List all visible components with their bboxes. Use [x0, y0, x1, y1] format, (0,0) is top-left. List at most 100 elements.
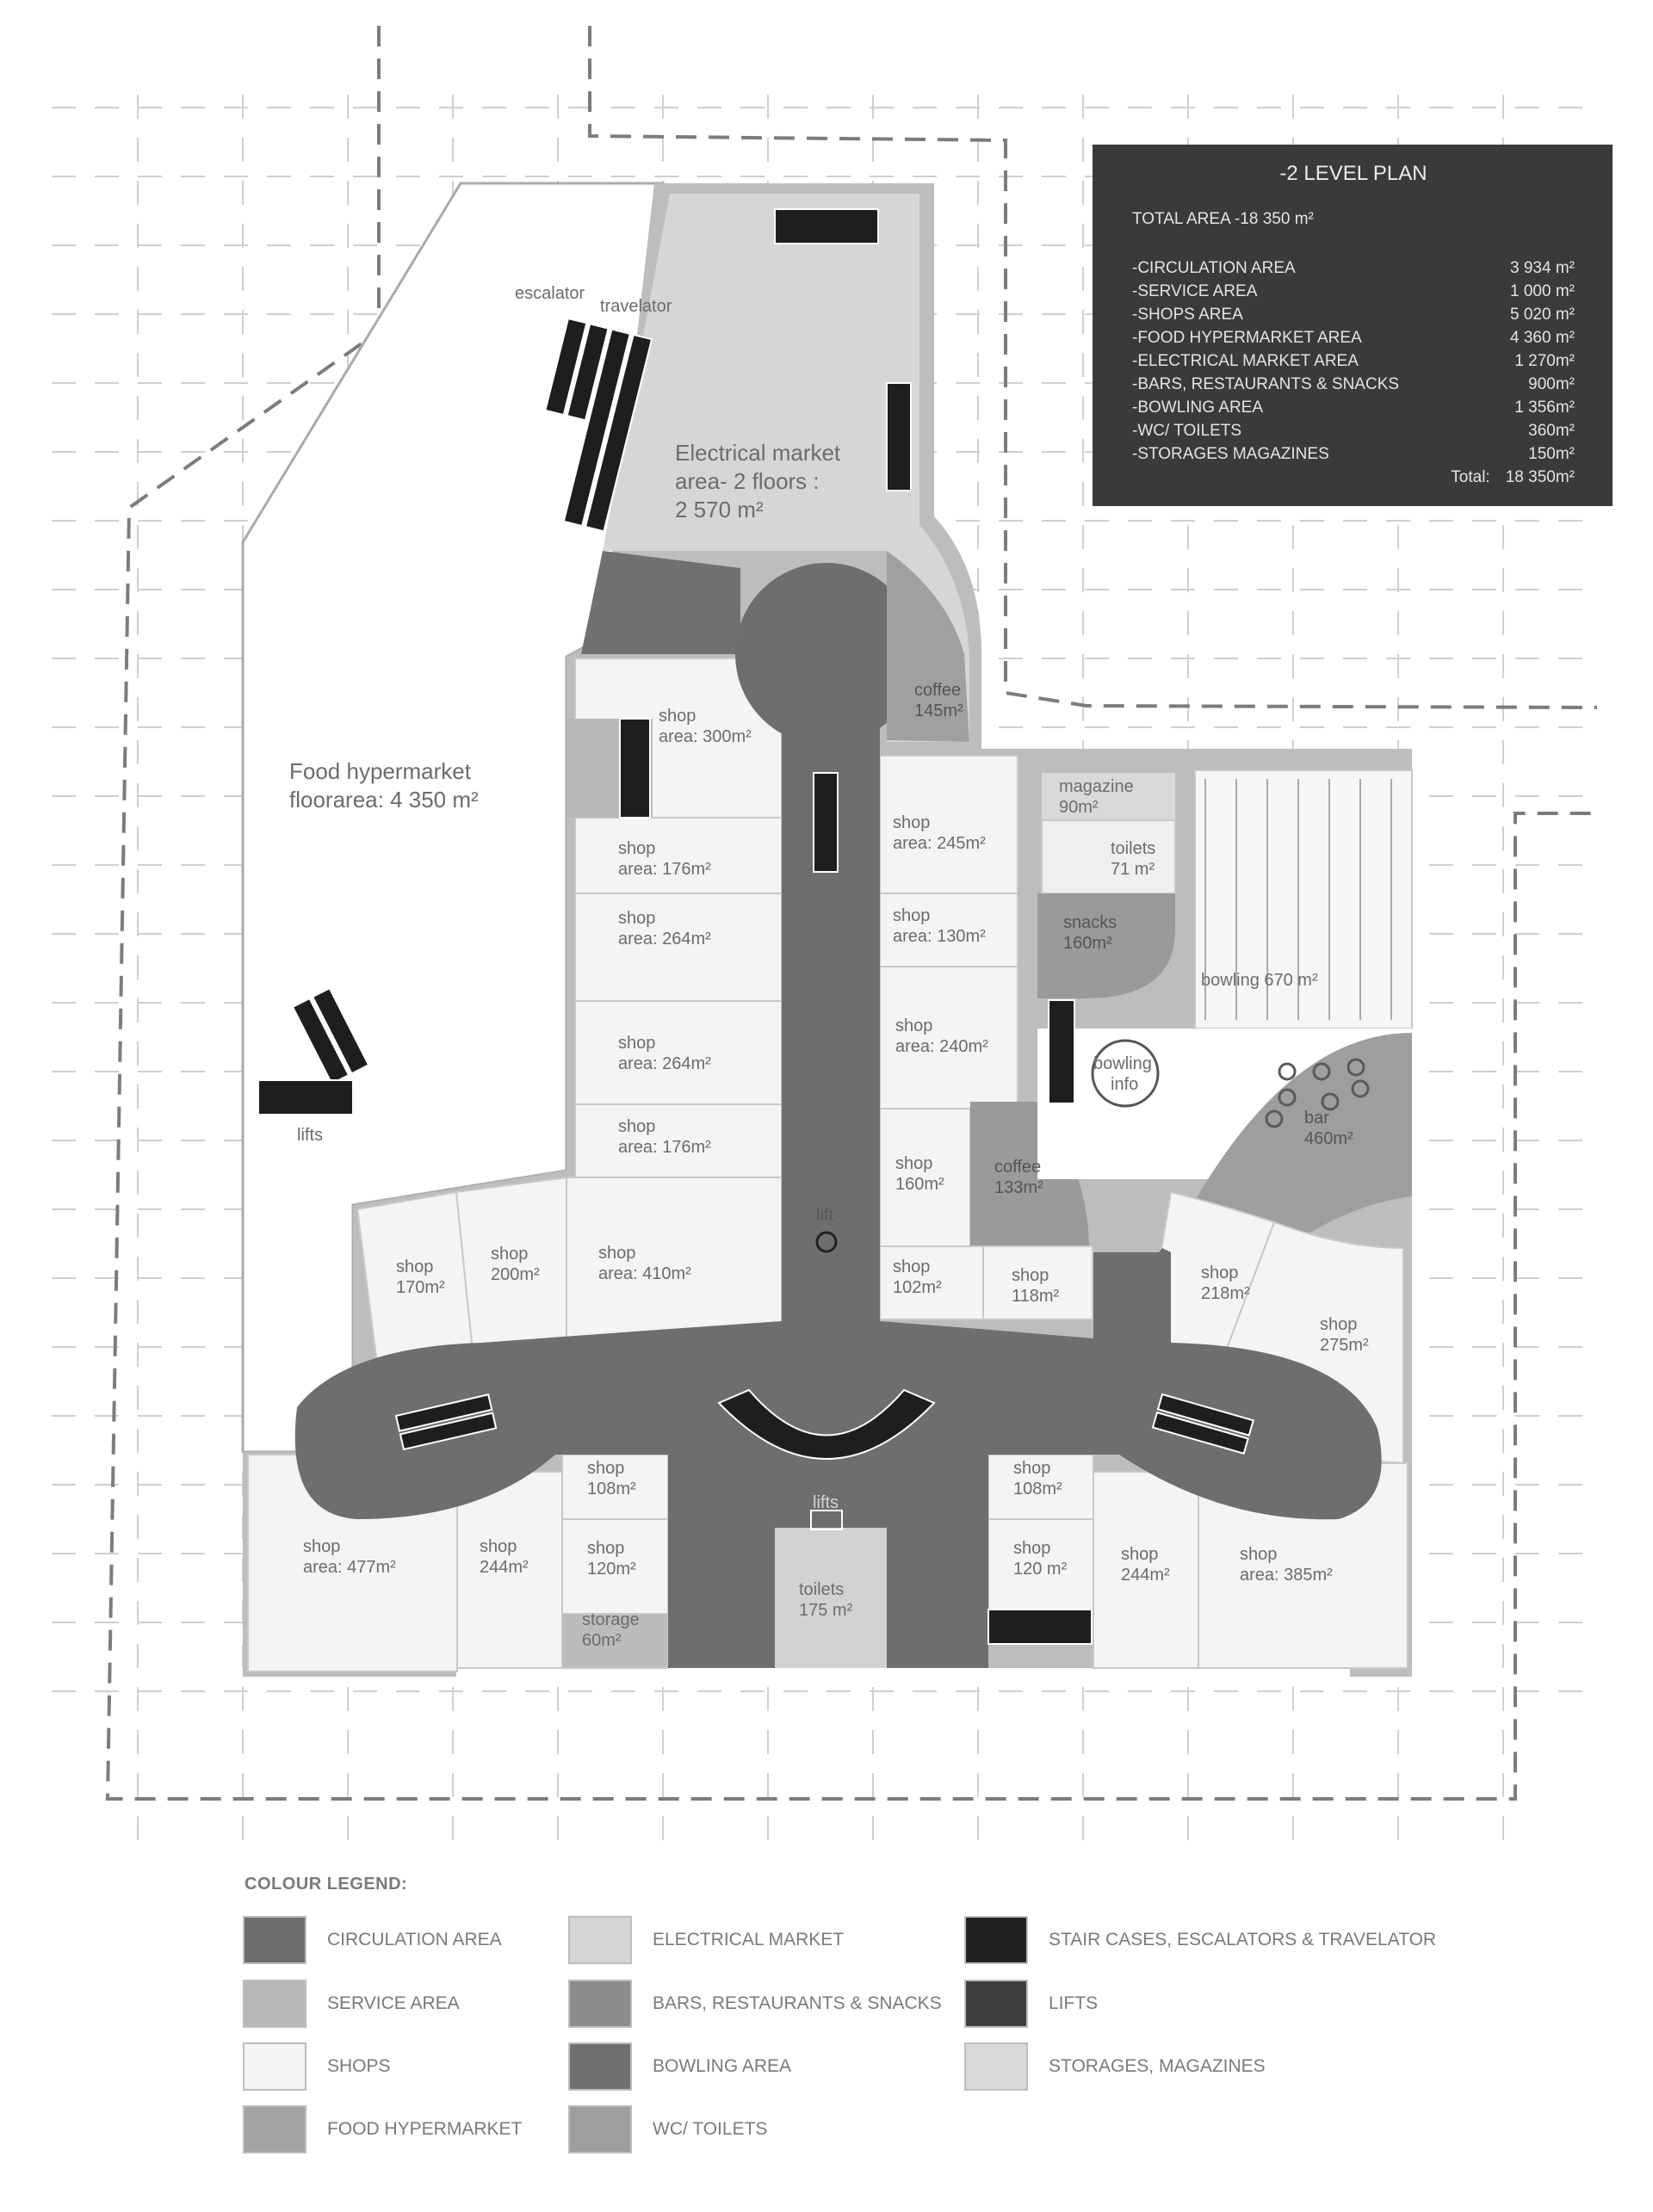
summary-row-value: 150m² — [1528, 445, 1575, 463]
label-coffee-top-1: coffee — [914, 681, 961, 700]
bar-460 — [1192, 1033, 1412, 1257]
label-shop-120b-2: 120 m² — [1013, 1560, 1068, 1579]
label-shop-160-1: shop — [895, 1154, 932, 1173]
label-shop-108a-1: shop — [587, 1459, 624, 1478]
label-shop-385-1: shop — [1240, 1545, 1277, 1564]
label-lifts-left: lifts — [297, 1126, 323, 1145]
label-shop-244b-1: shop — [1121, 1545, 1158, 1564]
bar-table — [1278, 1062, 1297, 1081]
summary-row-label: -SERVICE AREA — [1132, 282, 1258, 300]
legend-label: STORAGES, MAGAZINES — [1049, 2056, 1266, 2076]
label-shop-245-1: shop — [893, 813, 930, 832]
legend-item: BOWLING AREA — [568, 2042, 791, 2091]
legend-label: FOOD HYPERMARKET — [327, 2119, 523, 2139]
label-shop-108b-2: 108m² — [1013, 1480, 1062, 1498]
label-toilets-top-1: toilets — [1111, 839, 1155, 858]
summary-row-value: 1 270m² — [1514, 352, 1575, 370]
summary-rows: -CIRCULATION AREA 3 934 m² -SERVICE AREA 1 … — [1132, 256, 1575, 466]
label-shop-300-2: area: 300m² — [659, 727, 752, 746]
legend-label: BOWLING AREA — [653, 2056, 792, 2076]
label-shop-218-1: shop — [1201, 1264, 1238, 1282]
label-shop-102-2: 102m² — [893, 1278, 942, 1297]
legend-swatch — [568, 2105, 632, 2153]
label-shop-244a-1: shop — [480, 1537, 517, 1556]
label-shop-200-2: 200m² — [491, 1265, 540, 1284]
label-magazine-1: magazine — [1059, 777, 1134, 796]
label-food-1: Food hypermarket — [289, 758, 472, 784]
label-shop-160-2: 160m² — [895, 1175, 944, 1194]
summary-row-value: 1 000 m² — [1510, 282, 1575, 300]
shop-160 — [879, 1108, 971, 1247]
grand-total-label: Total: — [1451, 468, 1490, 486]
summary-row-label: -CIRCULATION AREA — [1132, 259, 1296, 277]
label-shop-264a-1: shop — [618, 909, 655, 928]
label-magazine-2: 90m² — [1059, 798, 1099, 817]
legend-swatch — [964, 2042, 1028, 2091]
summary-title: -2 LEVEL PLAN — [1279, 162, 1427, 185]
summary-row-value: 3 934 m² — [1510, 259, 1575, 277]
label-storage-2: 60m² — [582, 1631, 622, 1650]
label-shop-244b-2: 244m² — [1121, 1566, 1170, 1585]
legend-swatch — [568, 1916, 632, 1964]
summary-row-label: -BOWLING AREA — [1132, 399, 1264, 417]
toilets-175 — [775, 1528, 887, 1668]
toilets-71 — [1041, 819, 1176, 894]
label-escalator: escalator — [515, 284, 585, 303]
label-toilets-bottom-2: 175 m² — [799, 1601, 853, 1620]
escalators-travelators — [257, 208, 1254, 1645]
label-bar-1: bar — [1304, 1109, 1329, 1128]
label-shop-200-1: shop — [491, 1245, 528, 1264]
label-shop-264a-2: area: 264m² — [618, 930, 711, 948]
label-shop-275-2: 275m² — [1320, 1336, 1369, 1355]
legend-label: STAIR CASES, ESCALATORS & TRAVELATOR — [1049, 1930, 1437, 1949]
label-shop-218-2: 218m² — [1201, 1284, 1250, 1303]
label-shop-176a-1: shop — [618, 839, 655, 858]
legend-swatch — [964, 1980, 1028, 2028]
label-travelator: travelator — [600, 297, 672, 316]
label-snacks-1: snacks — [1063, 913, 1117, 932]
summary-row-label: -FOOD HYPERMARKET AREA — [1132, 329, 1362, 347]
shop-244a — [456, 1471, 563, 1669]
bar-table — [1278, 1088, 1297, 1107]
label-shop-477-1: shop — [303, 1537, 340, 1556]
bar-table — [1347, 1058, 1365, 1077]
label-shop-130-2: area: 130m² — [893, 927, 986, 946]
legend-swatch — [964, 1916, 1028, 1964]
snacks-160 — [1037, 893, 1175, 998]
label-shop-477-2: area: 477m² — [303, 1558, 396, 1577]
coffee-145 — [887, 551, 969, 742]
label-electrical-1: Electrical market — [675, 440, 841, 466]
label-shop-176b-2: area: 176m² — [618, 1138, 711, 1157]
legend-item: ELECTRICAL MARKET — [568, 1916, 844, 1964]
bowling-lane-lines — [1204, 779, 1392, 1020]
label-lift-center: lift — [816, 1206, 833, 1225]
label-shop-118-2: 118m² — [1012, 1287, 1060, 1306]
label-shop-102-1: shop — [893, 1257, 930, 1276]
shop-118 — [982, 1245, 1093, 1320]
legend-swatch — [243, 2042, 306, 2091]
label-shop-244a-2: 244m² — [480, 1558, 529, 1577]
label-shop-120b-1: shop — [1013, 1539, 1050, 1558]
label-shop-264b-1: shop — [618, 1034, 655, 1053]
legend-label: CIRCULATION AREA — [327, 1930, 502, 1949]
label-bar-2: 460m² — [1304, 1129, 1353, 1148]
legend-item: BARS, RESTAURANTS & SNACKS — [568, 1980, 942, 2028]
summary-row: -SERVICE AREA 1 000 m² — [1132, 280, 1575, 303]
summary-row-value: 1 356m² — [1514, 399, 1575, 417]
label-shop-410-2: area: 410m² — [598, 1264, 691, 1283]
label-food-2: floorarea: 4 350 m² — [289, 787, 479, 813]
label-toilets-bottom-1: toilets — [799, 1580, 844, 1599]
bar-table — [1321, 1092, 1340, 1111]
legend-label: WC/ TOILETS — [653, 2119, 768, 2139]
legend-swatch — [243, 2105, 306, 2153]
label-bowling-info-2: info — [1111, 1075, 1138, 1094]
summary-row-value: 360m² — [1528, 422, 1575, 440]
magazine-90 — [1042, 773, 1175, 820]
summary-total-area: TOTAL AREA -18 350 m² — [1132, 210, 1314, 228]
